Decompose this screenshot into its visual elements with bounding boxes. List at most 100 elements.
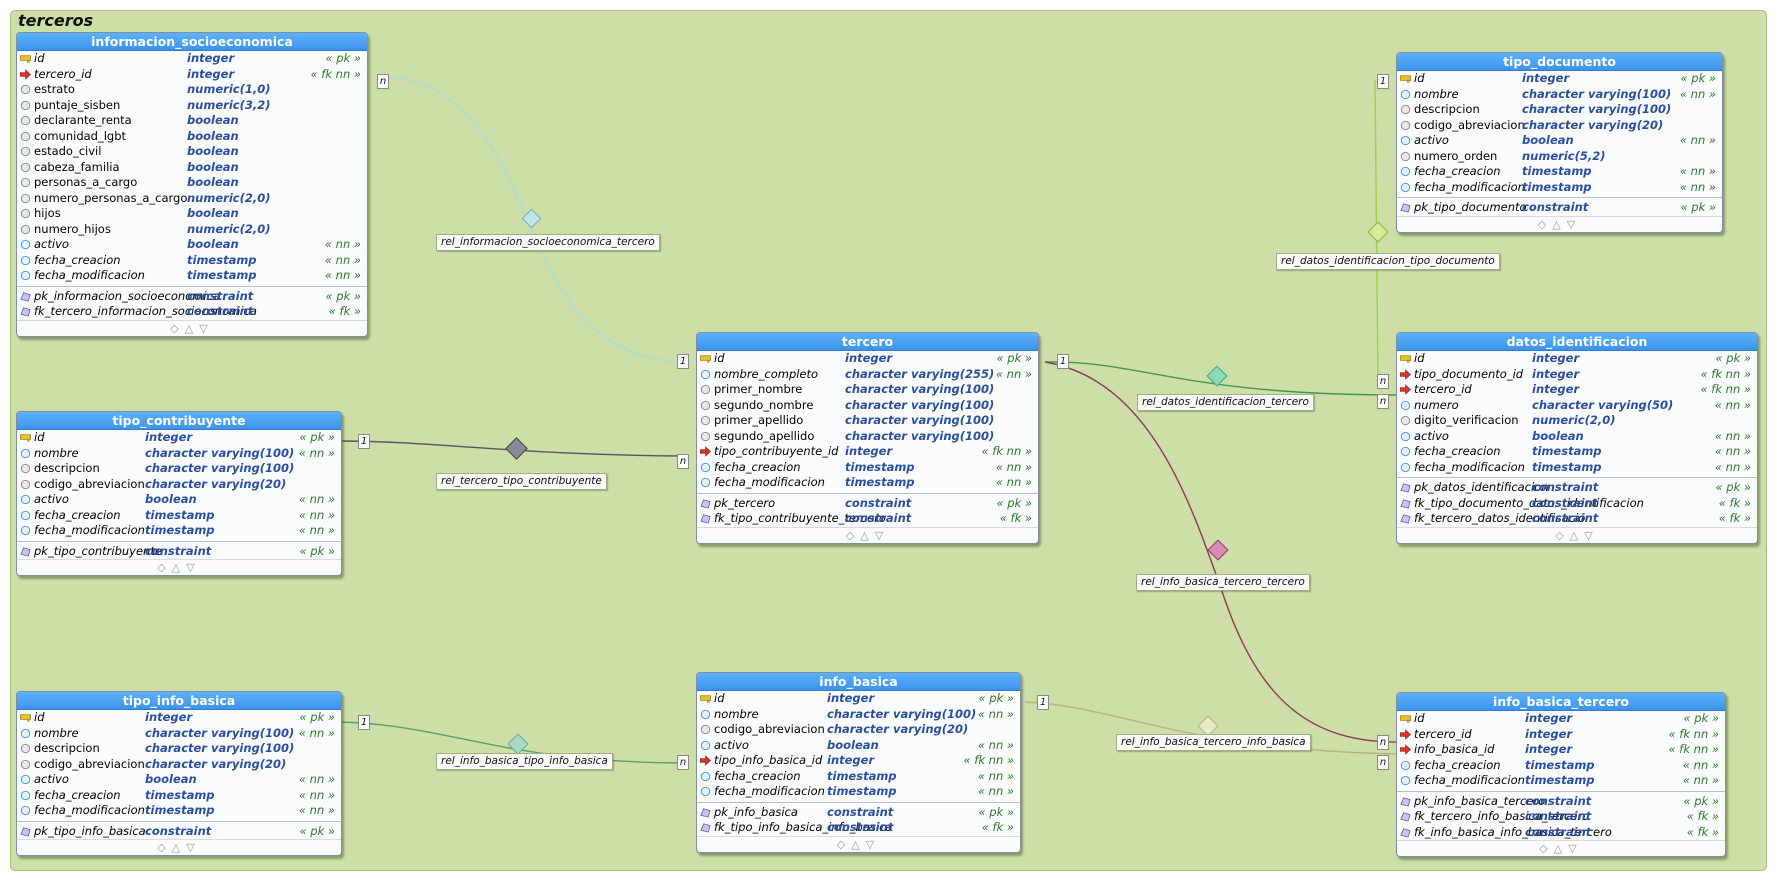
rel-label-datos-tercero[interactable]: rel_datos_identificacion_tercero <box>1137 394 1314 411</box>
table-header[interactable]: tipo_contribuyente <box>17 412 341 430</box>
table-header[interactable]: tipo_documento <box>1397 53 1722 71</box>
table-header[interactable]: tercero <box>697 333 1038 351</box>
table-footer-controls[interactable]: ◇△▽ <box>17 559 341 575</box>
table-footer-controls[interactable]: ◇△▽ <box>1397 215 1722 232</box>
table-header[interactable]: info_basica <box>697 673 1020 691</box>
rel-label-ibt-tercero[interactable]: rel_info_basica_tercero_tercero <box>1136 574 1310 591</box>
table-footer-controls[interactable]: ◇△▽ <box>1397 840 1725 856</box>
rel-label-socio-tercero[interactable]: rel_informacion_socioeconomica_tercero <box>436 234 660 251</box>
table-footer-controls[interactable]: ◇△▽ <box>1397 526 1757 543</box>
table-header[interactable]: tipo_info_basica <box>17 692 341 710</box>
table-header[interactable]: informacion_socioeconomica <box>17 33 367 51</box>
table-footer-controls[interactable]: ◇△▽ <box>17 319 367 336</box>
rel-label-datos-tipodoc[interactable]: rel_datos_identificacion_tipo_documento <box>1276 253 1500 270</box>
table-header[interactable]: info_basica_tercero <box>1397 693 1725 711</box>
rel-label-tercero-contrib[interactable]: rel_tercero_tipo_contribuyente <box>436 473 607 490</box>
rel-label-infobasica-tib[interactable]: rel_info_basica_tipo_info_basica <box>436 753 613 770</box>
rel-label-ibt-infobasica[interactable]: rel_info_basica_tercero_info_basica <box>1116 734 1311 751</box>
table-footer-controls[interactable]: ◇△▽ <box>697 526 1038 543</box>
table-footer-controls[interactable]: ◇△▽ <box>697 835 1020 852</box>
